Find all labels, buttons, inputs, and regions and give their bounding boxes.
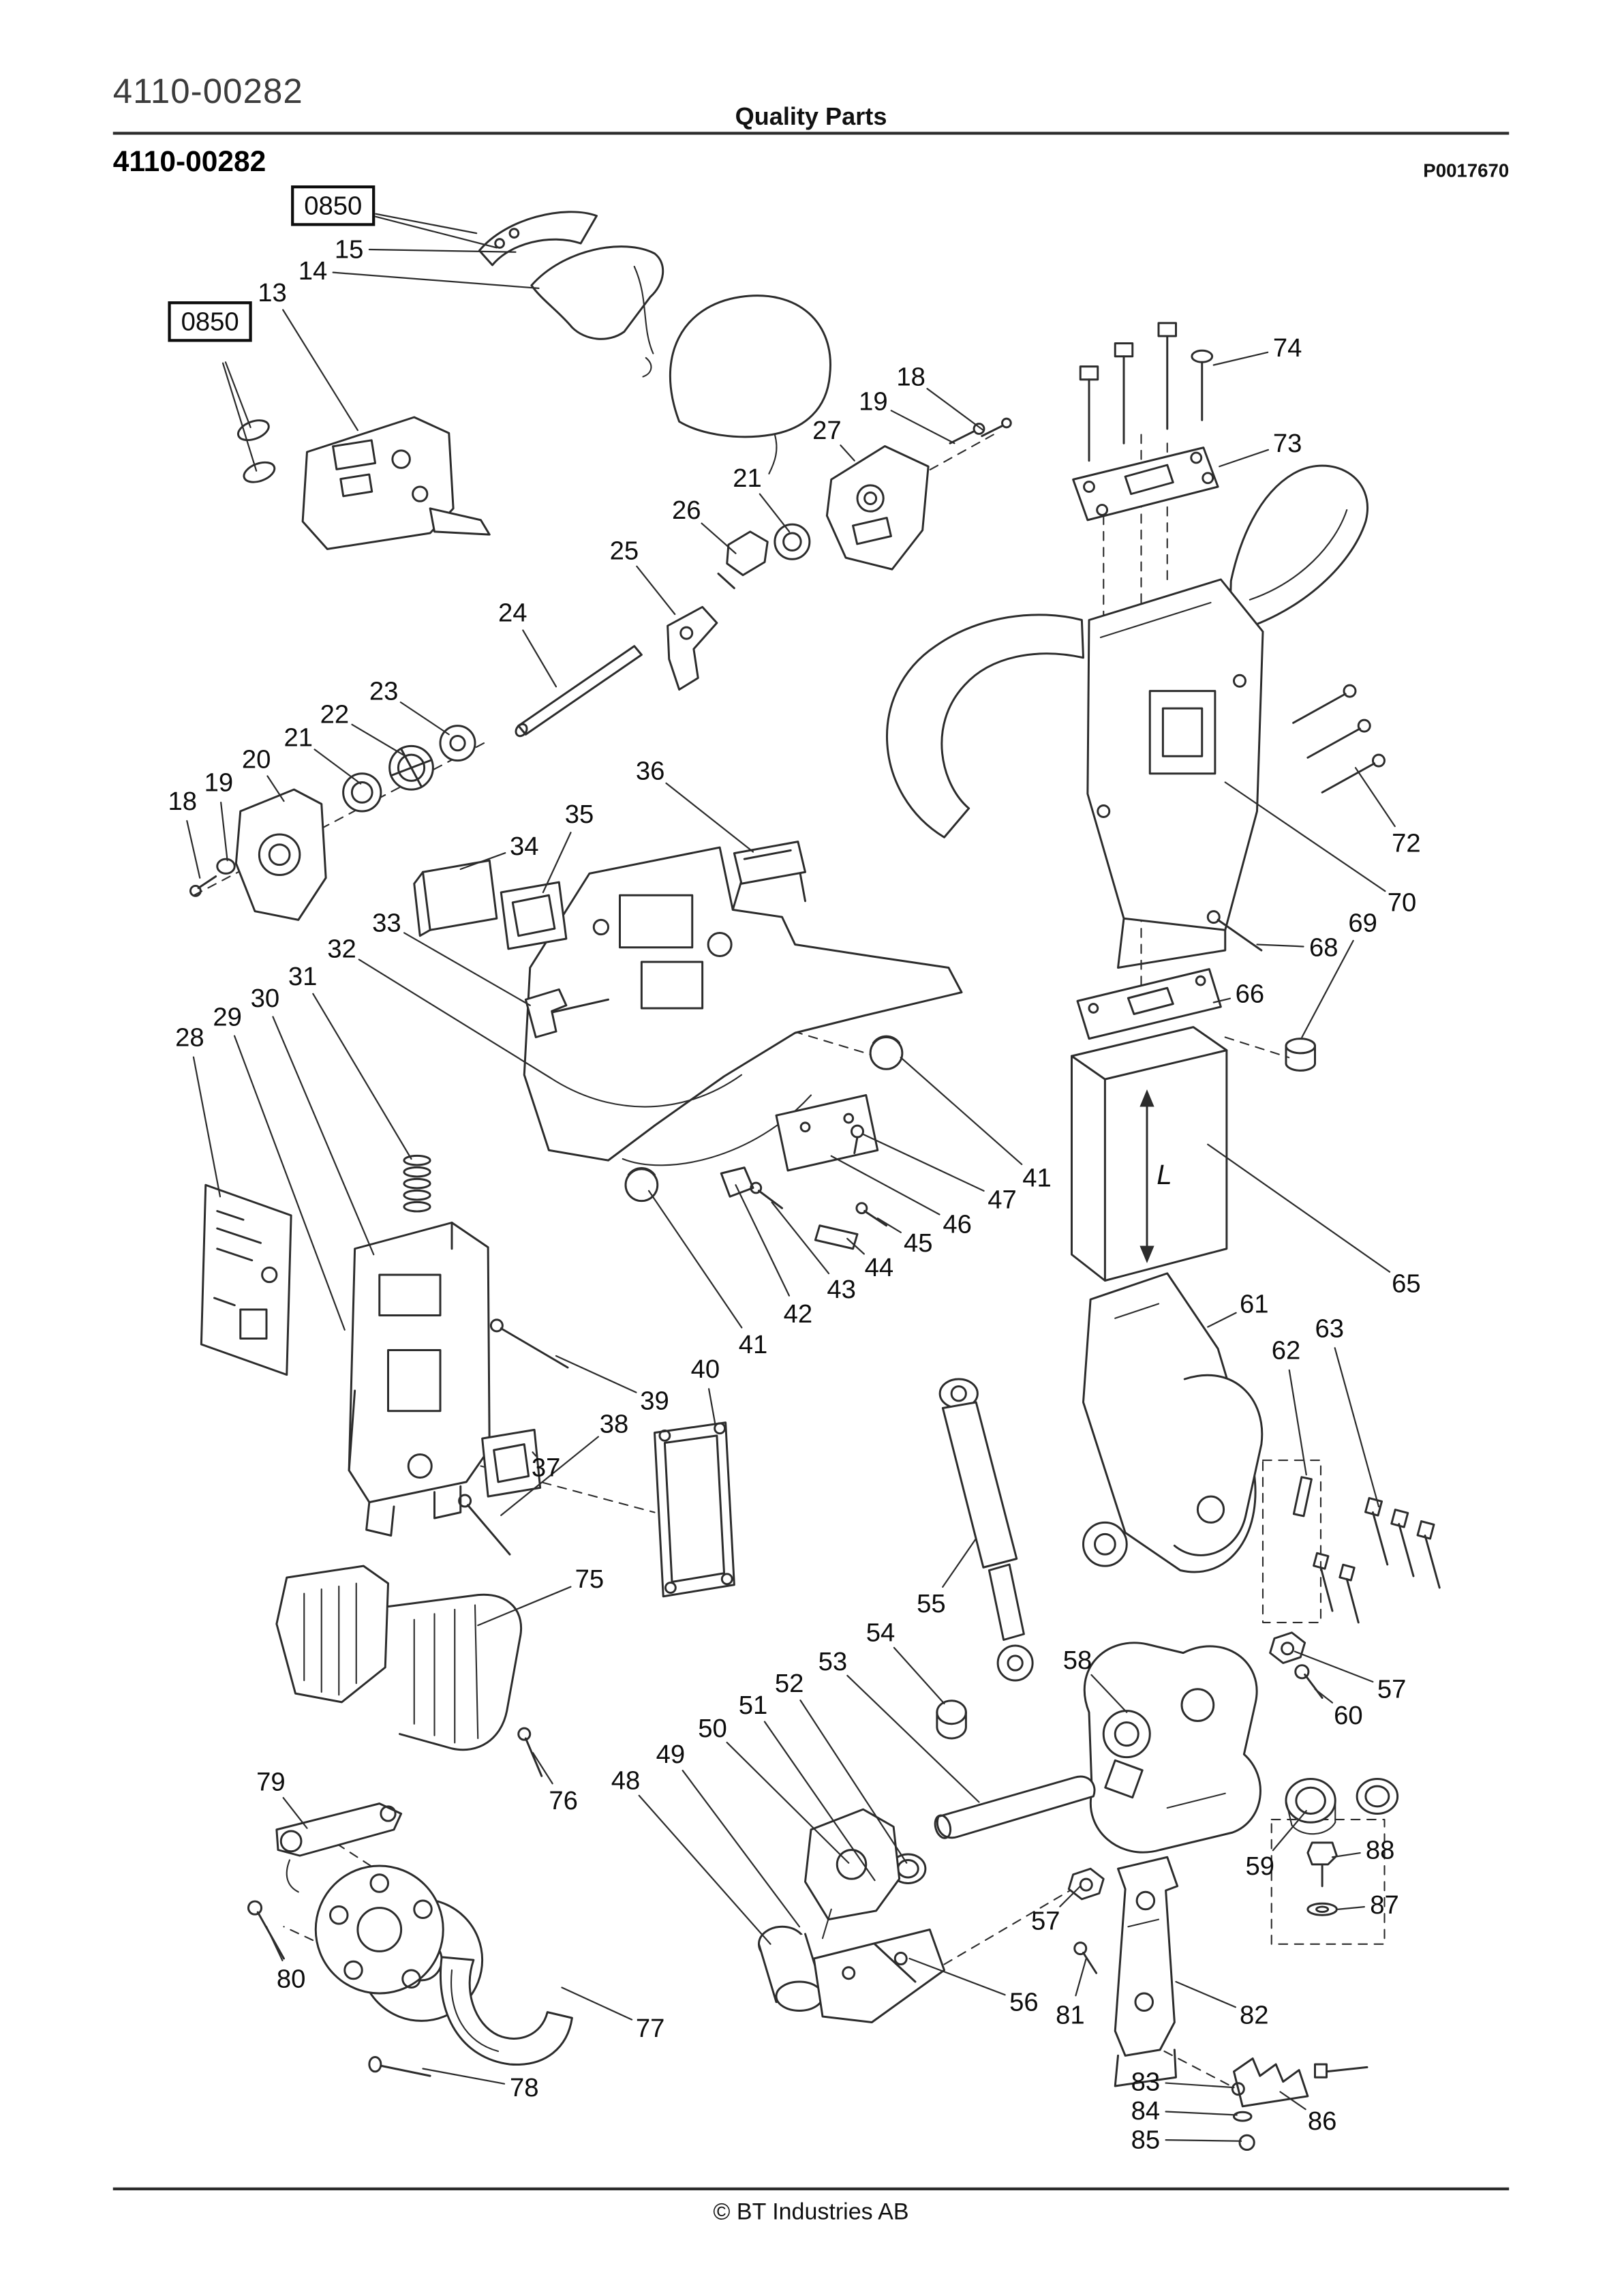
screws-62-63 xyxy=(1292,1476,1441,1624)
small-parts-42-47 xyxy=(720,1094,887,1250)
cam-bracket-49 xyxy=(804,1808,901,1939)
screws-38-39 xyxy=(458,1318,569,1556)
battery-box-65 xyxy=(1071,1026,1228,1282)
thumb-controls xyxy=(717,523,811,590)
drive-unit-cover-75 xyxy=(275,1565,522,1751)
mounting-plate-73 xyxy=(1072,447,1219,522)
footer-rule xyxy=(112,2187,1510,2190)
axle-pin-53 xyxy=(934,1775,1096,1839)
circuit-board xyxy=(200,1183,292,1376)
clip-33 xyxy=(524,988,568,1038)
screw-76 xyxy=(517,1727,543,1777)
bottom-cover-77 xyxy=(440,1956,573,2066)
plates-34-35 xyxy=(413,859,568,950)
hardware-57-60 xyxy=(1067,1631,1323,1901)
lower-arm-61 xyxy=(1082,1272,1264,1573)
header-rule xyxy=(112,132,1510,135)
rod-24 xyxy=(515,645,643,738)
lever-25 xyxy=(667,605,718,691)
dimension-arrow xyxy=(1139,1089,1154,1263)
hub-plates xyxy=(314,1864,484,2022)
screw-68 xyxy=(1206,910,1263,952)
screw-80 xyxy=(247,1900,285,1960)
sensor-chain-parts xyxy=(189,725,476,921)
roller-48 xyxy=(758,1925,824,2012)
tiller-base-block xyxy=(348,1154,491,1537)
header-doc-number: 4110-00282 xyxy=(112,72,303,112)
footer-copyright: © BT Industries AB xyxy=(713,2200,909,2225)
control-panel-cover xyxy=(236,416,491,550)
brake-lever-79 xyxy=(275,1802,403,1893)
switch-bracket xyxy=(825,417,1012,571)
clip-86-parts xyxy=(1231,2057,1368,2151)
cover-plate-40 xyxy=(654,1421,735,1598)
chassis-bracket xyxy=(523,846,963,1166)
pivot-bracket-58 xyxy=(1083,1642,1261,1854)
screw-78 xyxy=(368,2056,431,2077)
bushings-59-88-87 xyxy=(1285,1778,1399,1916)
plate-37 xyxy=(481,1428,542,1498)
handle-top-covers xyxy=(478,211,664,378)
doc-number: 4110-00282 xyxy=(112,146,266,179)
gasket-plate-66 xyxy=(1076,968,1222,1040)
tiller-arm xyxy=(886,464,1368,969)
link-bracket-82 xyxy=(1073,1856,1179,2087)
plug-69 xyxy=(1285,1038,1316,1072)
leader-lines xyxy=(186,213,1396,2142)
main-top-cover xyxy=(669,294,831,474)
header-title: Quality Parts xyxy=(735,102,887,131)
page-code: P0017670 xyxy=(1423,159,1510,181)
base-plate-56 xyxy=(812,1929,945,2023)
gas-spring-55 xyxy=(936,1378,1034,1740)
plate-36 xyxy=(733,841,806,885)
screws-72 xyxy=(1292,684,1386,794)
bolts-74 xyxy=(1079,322,1214,462)
